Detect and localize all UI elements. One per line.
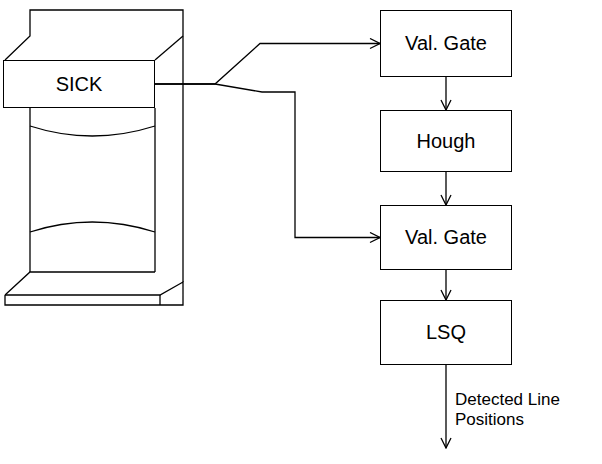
connector (155, 84, 380, 238)
output-label: Detected Line Positions (455, 390, 580, 431)
process-box: Val. Gate (380, 205, 512, 270)
connector (445, 172, 446, 205)
connector (445, 77, 446, 110)
process-box: LSQ (380, 300, 512, 365)
process-box: Hough (380, 110, 512, 172)
output-arrow (445, 365, 446, 448)
connector (445, 270, 446, 300)
connector (155, 44, 380, 85)
node-text: Val. Gate (399, 226, 493, 249)
node-text: SICK (50, 73, 109, 96)
node-text: Val. Gate (399, 32, 493, 55)
scanner-label-box: SICK (3, 60, 155, 108)
laser-scanner (5, 10, 183, 305)
node-text: Hough (411, 130, 482, 153)
process-box: Val. Gate (380, 10, 512, 77)
node-text: LSQ (420, 321, 472, 344)
